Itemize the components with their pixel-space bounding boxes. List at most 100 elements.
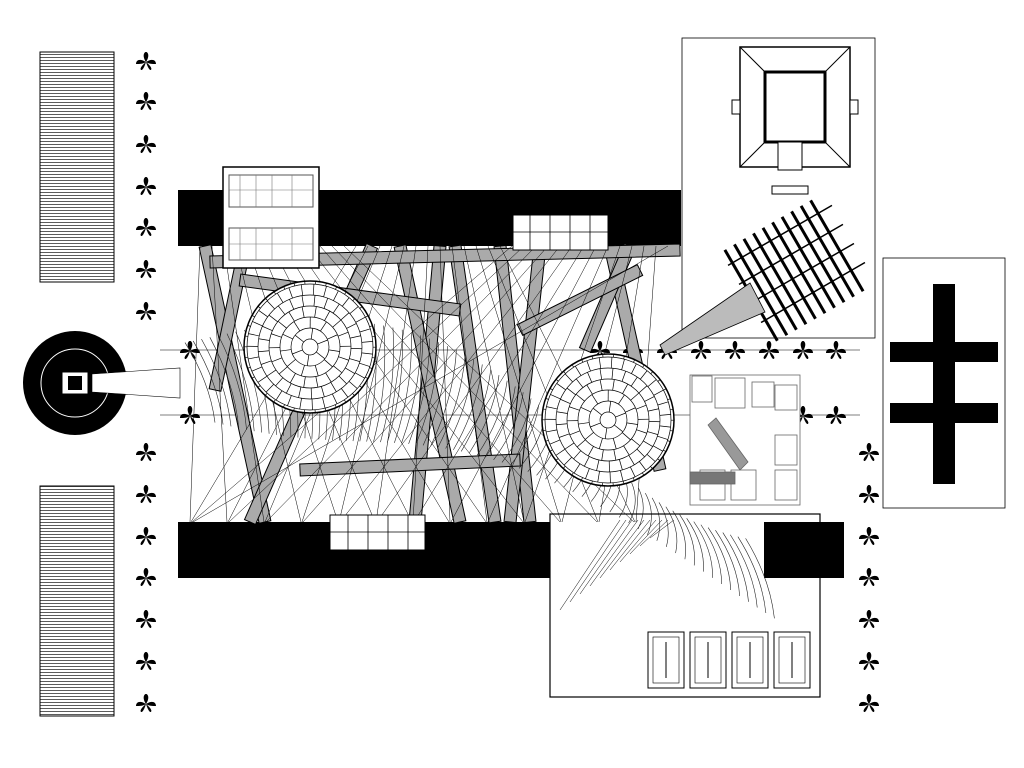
dome-edge [622,432,631,441]
hatched-building-bottom-left [39,485,115,717]
cable-line [559,519,621,611]
dome-ring [555,367,661,473]
dome-edge [354,372,365,379]
dome-edge [300,284,304,296]
leaf-cluster-icon [136,260,156,278]
ribbon-rib [501,398,532,463]
dome-edge [652,445,663,452]
ribbon-rib [408,338,430,444]
dome-edge [332,303,340,314]
dome-edge [575,365,582,376]
dome-edge [244,356,248,360]
dome-edge [657,435,668,440]
dome-edge [628,455,635,465]
leaf-cluster-icon [826,341,846,359]
dome-edge [301,306,305,318]
ribbon-rib [394,332,412,443]
leaf-cluster-icon [759,341,779,359]
dome-edge [258,338,270,341]
cable-line [589,519,639,587]
dome-edge [613,449,617,461]
ribbon-rib [437,354,466,448]
dome-edge [268,314,278,323]
ribbon-rib [468,375,500,454]
dome-edge [635,404,647,410]
dome-edge [614,424,624,433]
dome-edge [345,367,355,374]
dome-edge [630,376,638,387]
dome-edge [575,378,584,388]
floorplan-block-north-mid [512,214,609,251]
dome-edge [659,414,671,416]
ribbon-rib [715,530,740,596]
dome-edge [643,440,653,447]
dome-edge [586,360,591,372]
dome-edge [332,393,338,405]
ribbon-rib [209,337,240,429]
dome-edge [340,312,350,321]
dome-edge [626,422,638,425]
leaf-cluster-icon [859,568,879,586]
dome-ring [577,389,639,451]
dome-edge [315,376,319,388]
ribbon-rib [415,342,439,445]
grid-bar [727,204,833,267]
dome-ring [279,316,341,378]
geodesic-dome-west [243,280,377,414]
ribbon-rib [387,329,403,443]
dome-edge [587,446,594,457]
dome-edge [301,295,305,307]
paved-pad-inner [736,636,764,684]
dome-edge [312,284,315,296]
dome-edge [599,368,603,380]
dome-edge [591,394,599,405]
ribbon-rib [430,350,457,447]
ribbon-rib [510,404,540,466]
dome-edge [266,300,275,310]
dome-edge [622,383,629,394]
dome-edge [569,430,581,436]
dome-edge [621,370,627,382]
dome-edge [597,471,600,483]
dome-edge [282,334,293,340]
dome-edge [372,334,376,338]
strut [516,263,644,337]
dome-edge [625,407,636,413]
grid-bar [790,210,846,304]
geodesic-dome-east [541,353,675,487]
dome-edge [355,316,366,323]
dome-edge [590,422,601,428]
dome-edge [291,281,296,286]
ribbon-rib [453,364,483,451]
leaf-cluster-icon [136,485,156,503]
dome-edge [325,372,332,383]
dome-edge [323,286,327,297]
cable-line [599,519,645,579]
dome-edge [644,396,655,402]
dome-edge [589,354,594,359]
dome-edge [244,334,248,337]
dome-edge [631,438,641,447]
ribbon-rib [373,325,386,442]
dome-edge [257,375,268,383]
dome-edge [258,310,268,318]
grid-bar [780,216,836,309]
dome-edge [303,409,305,413]
leaf-cluster-icon [136,52,156,70]
dome-edge [653,389,664,396]
dome-edge [560,398,571,404]
cable-line [619,519,657,563]
cable-line [265,245,537,523]
dome-edge [598,438,603,449]
dome-edge [258,350,270,353]
leaf-cluster-icon [859,485,879,503]
dome-edge [316,351,326,360]
dome-edge [542,407,546,410]
strut [299,453,521,477]
leaf-cluster-icon [826,406,846,424]
dome-edge [266,369,277,377]
leaf-cluster-icon [136,302,156,320]
dome-edge [670,407,674,411]
dome-edge [601,449,604,461]
dome-edge [251,366,263,372]
